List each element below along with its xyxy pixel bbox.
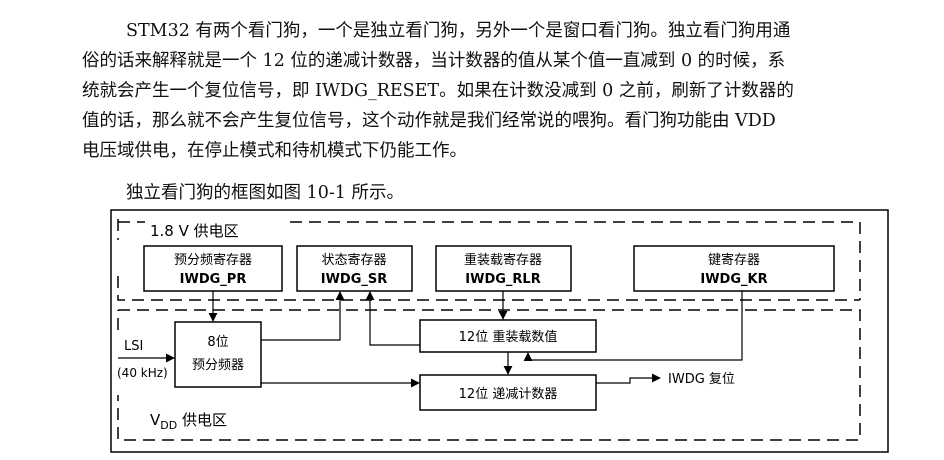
domain-vdd-label: VDD 供电区 (150, 411, 227, 432)
intro-paragraph: STM32 有两个看门狗，一个是独立看门狗，另外一个是窗口看门狗。独立看门狗用通… (82, 16, 916, 166)
prescaler-block: 8位 预分频器 (174, 321, 262, 388)
paragraph-line: STM32 有两个看门狗，一个是独立看门狗，另外一个是窗口看门狗。独立看门狗用通 (126, 21, 791, 41)
reload-value-block: 12位 重装载数值 (419, 319, 597, 353)
svg-text:8位: 8位 (207, 335, 228, 350)
register-key: 键寄存器 IWDG_KR (633, 245, 835, 292)
figure-caption: 独立看门狗的框图如图 10-1 所示。 (126, 183, 404, 203)
lsi-label: LSI (124, 339, 143, 354)
counter-to-reset-arrow (596, 373, 661, 384)
reset-output-label: IWDG 复位 (668, 372, 735, 387)
svg-text:IWDG_RLR: IWDG_RLR (465, 272, 540, 287)
register-status: 状态寄存器 IWDG_SR (296, 245, 413, 292)
svg-text:IWDG_SR: IWDG_SR (321, 272, 388, 287)
diagram-frame (110, 209, 889, 453)
svg-text:重装载寄存器: 重装载寄存器 (464, 252, 542, 268)
paragraph-line: 俗的话来解释就是一个 12 位的递减计数器，当计数器的值从某个值一直减到 0 的… (82, 51, 786, 71)
domain-18v-border (117, 219, 861, 301)
svg-text:12位 递减计数器: 12位 递减计数器 (459, 387, 558, 402)
lsi-freq-label: (40 kHz) (117, 366, 168, 380)
svg-text:键寄存器: 键寄存器 (708, 252, 760, 268)
svg-text:预分频器: 预分频器 (192, 358, 244, 373)
svg-text:状态寄存器: 状态寄存器 (321, 252, 386, 268)
domain-18v-label: 1.8 V 供电区 (150, 222, 239, 240)
svg-text:IWDG_KR: IWDG_KR (700, 272, 767, 287)
svg-text:12位 重装载数值: 12位 重装载数值 (459, 329, 558, 345)
register-reload: 重装载寄存器 IWDG_RLR (435, 245, 572, 292)
down-counter-block: 12位 递减计数器 (419, 374, 597, 411)
svg-text:预分频寄存器: 预分频寄存器 (174, 252, 252, 268)
paragraph-line: 统就会产生一个复位信号，即 IWDG_RESET。如果在计数没减到 0 之前，刷… (82, 81, 794, 101)
reload-to-sr-arrow (365, 291, 420, 346)
kr-to-reload-arrow (523, 291, 743, 362)
paragraph-line: 电压域供电，在停止模式和待机模式下仍能工作。 (82, 141, 467, 161)
prescaler-to-sr-arrow (261, 291, 345, 341)
register-prescaler: 预分频寄存器 IWDG_PR (143, 245, 283, 292)
svg-text:IWDG_PR: IWDG_PR (180, 272, 247, 287)
domain-vdd-border (117, 309, 861, 441)
paragraph-line: 值的话，那么就不会产生复位信号，这个动作就是我们经常说的喂狗。看门狗功能由 VD… (82, 111, 776, 131)
